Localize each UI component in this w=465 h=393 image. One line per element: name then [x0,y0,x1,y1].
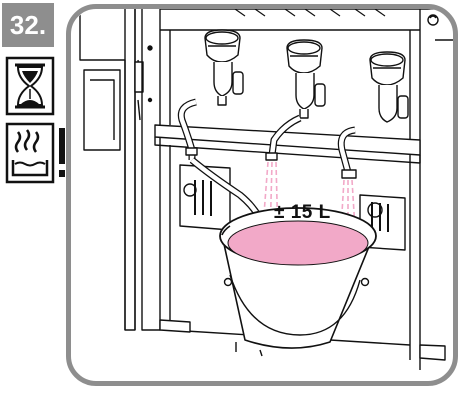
illustration-frame [66,4,458,386]
